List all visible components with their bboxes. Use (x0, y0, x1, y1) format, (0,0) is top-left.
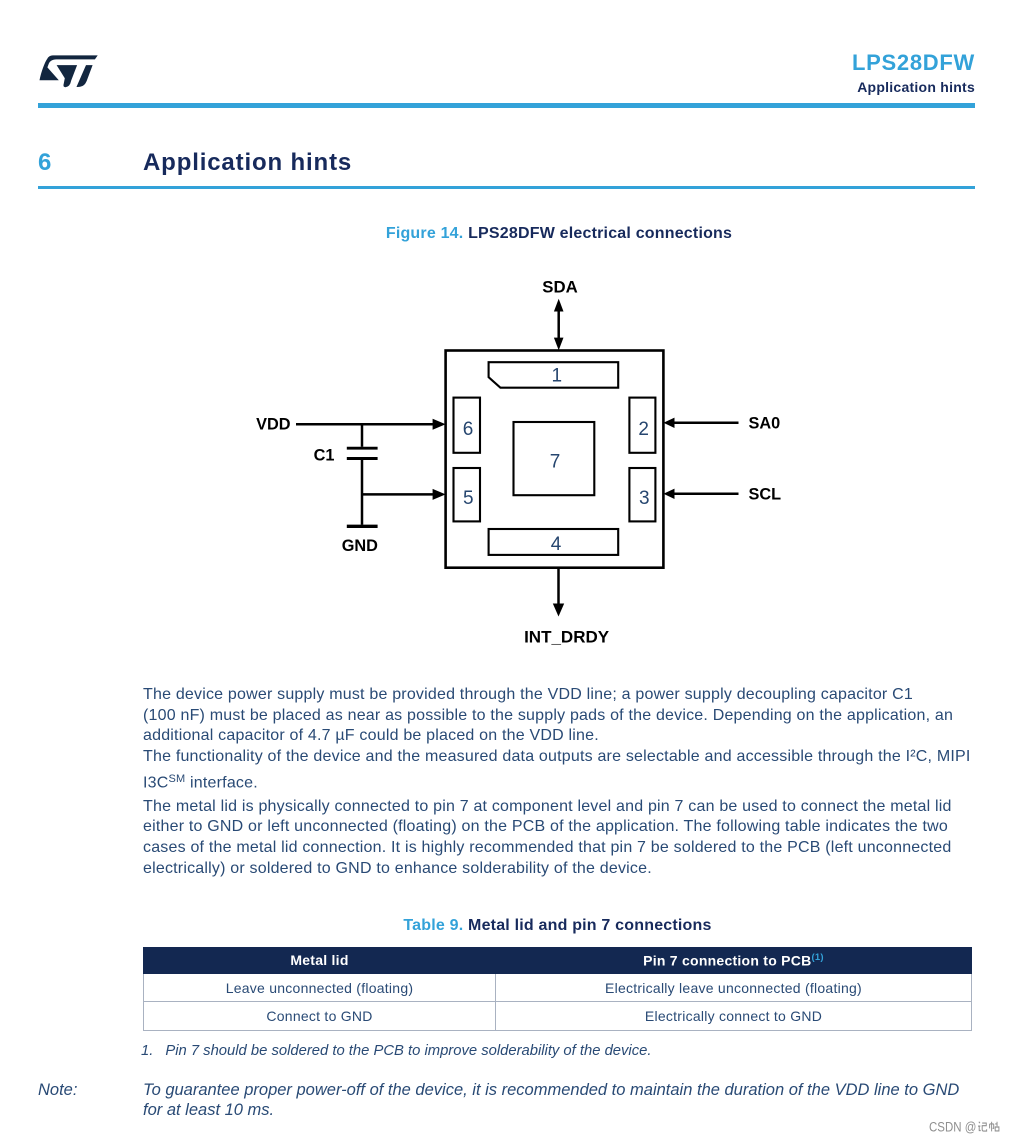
svg-text:VDD: VDD (256, 416, 291, 434)
svg-text:3: 3 (639, 488, 650, 509)
svg-text:SA0: SA0 (749, 415, 781, 433)
svg-text:1: 1 (552, 366, 563, 387)
svg-text:GND: GND (342, 537, 378, 555)
svg-text:6: 6 (463, 419, 474, 440)
svg-text:5: 5 (463, 488, 474, 509)
svg-text:C1: C1 (314, 446, 335, 464)
svg-text:INT_DRDY: INT_DRDY (524, 627, 610, 646)
svg-text:4: 4 (551, 534, 562, 555)
svg-text:2: 2 (638, 419, 649, 440)
svg-text:7: 7 (550, 452, 561, 473)
svg-text:SCL: SCL (749, 486, 782, 504)
svg-text:SDA: SDA (542, 277, 577, 296)
